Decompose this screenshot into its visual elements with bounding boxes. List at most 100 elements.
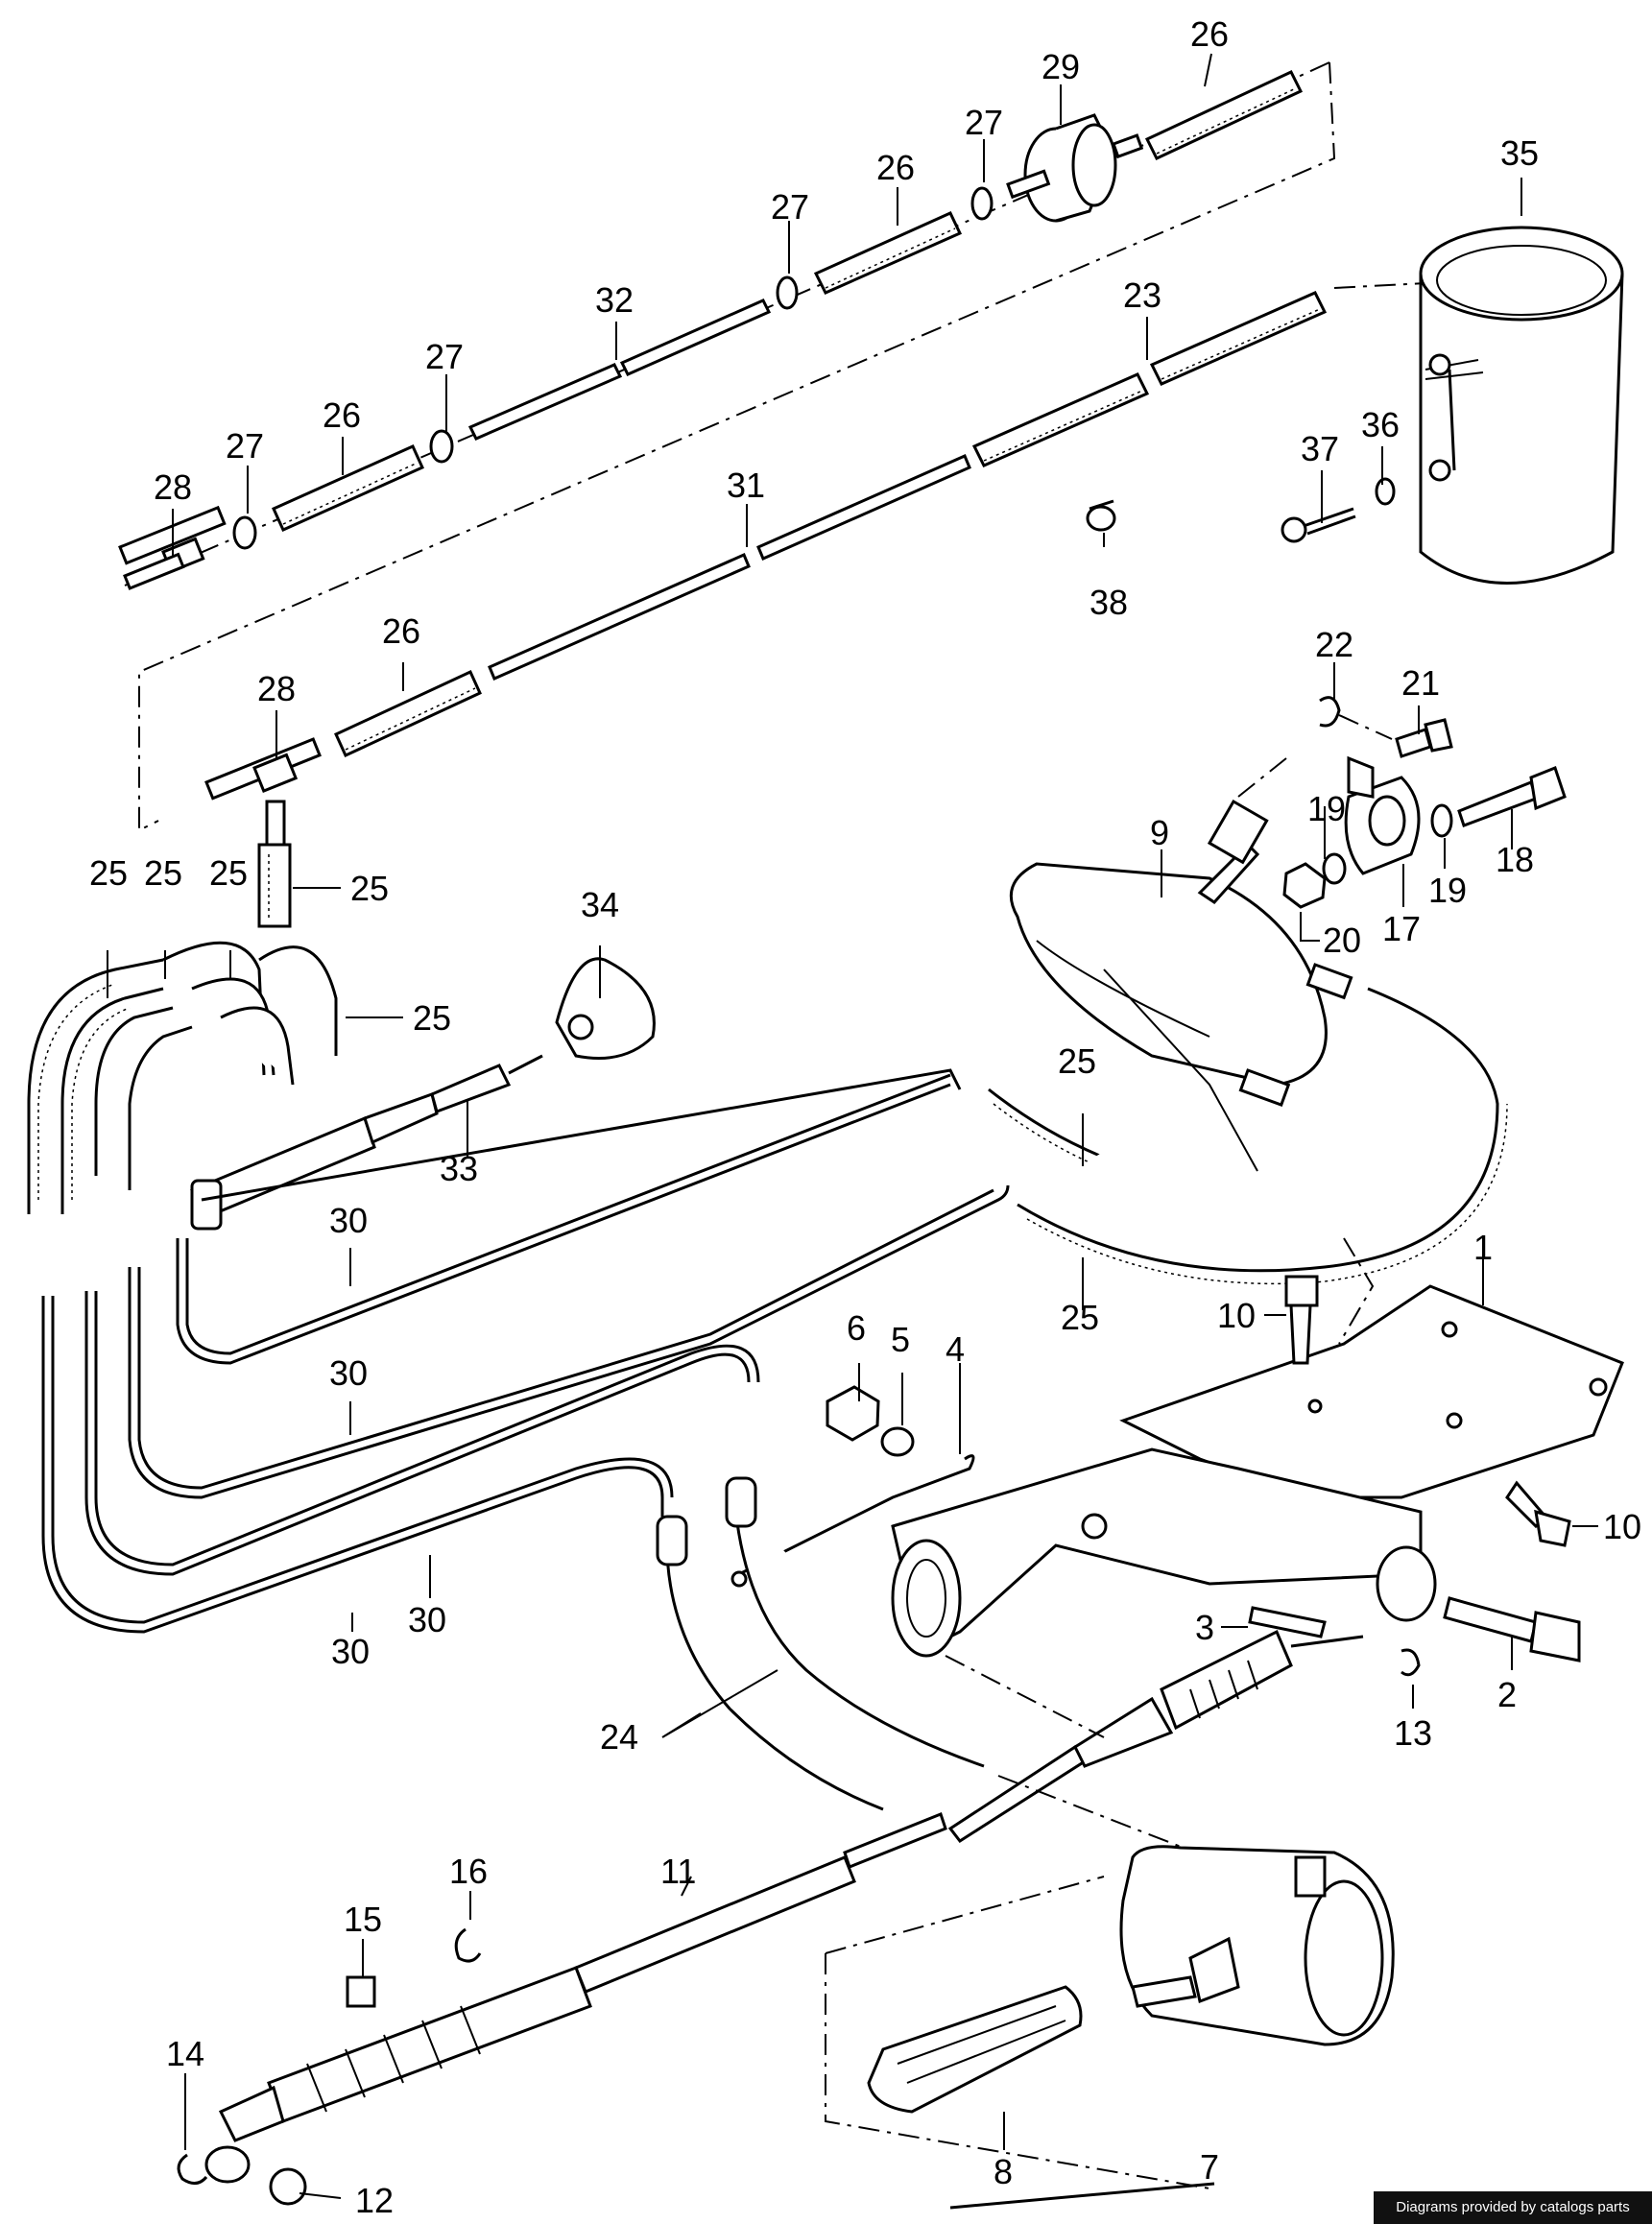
switch-assembly-7	[1119, 1845, 1395, 2046]
callout-12: 12	[355, 2181, 394, 2220]
washer-36	[1375, 477, 1396, 506]
washer-19-right	[1430, 803, 1453, 838]
tube-31	[488, 454, 971, 681]
callout-25-d: 25	[350, 869, 389, 908]
tee-28-lower	[204, 737, 322, 851]
callout-15: 15	[344, 1900, 382, 1939]
callout-24: 24	[600, 1717, 638, 1757]
bolt-18	[1457, 766, 1567, 827]
callout-30-c: 30	[408, 1600, 446, 1639]
callout-17: 17	[1382, 909, 1421, 948]
callout-25-c: 25	[209, 853, 248, 893]
callout-21: 21	[1401, 663, 1440, 703]
spring-rod-4	[730, 1454, 975, 1588]
stud-3	[1248, 1606, 1327, 1638]
clip-22	[1319, 696, 1341, 728]
callout-27-d: 27	[226, 426, 264, 466]
filter-29	[1006, 113, 1144, 223]
callout-22: 22	[1315, 625, 1353, 664]
washer-19-left	[1322, 852, 1347, 885]
callout-4: 4	[946, 1329, 965, 1369]
nut-20	[1282, 862, 1327, 909]
callout-33: 33	[440, 1149, 478, 1188]
callout-29: 29	[1041, 47, 1080, 86]
callout-5: 5	[891, 1320, 910, 1359]
callout-9: 9	[1150, 813, 1169, 852]
bolt-10-right	[1505, 1480, 1571, 1547]
clip-14	[177, 2153, 208, 2185]
callout-23: 23	[1123, 275, 1161, 315]
callout-28-upper: 28	[154, 467, 192, 507]
callout-26-mid: 26	[876, 148, 915, 187]
callout-37: 37	[1301, 429, 1339, 468]
watermark-credit: Diagrams provided by catalogs parts	[1374, 2191, 1652, 2224]
callout-13: 13	[1394, 1713, 1432, 1753]
canister-35	[1419, 226, 1624, 585]
callout-26-left: 26	[323, 395, 361, 435]
clamp-27-c	[429, 429, 454, 464]
callout-1: 1	[1473, 1228, 1493, 1267]
clip-38	[1086, 499, 1116, 532]
callout-26-lower: 26	[382, 611, 420, 651]
nut-6	[826, 1385, 880, 1442]
callout-27-c: 27	[425, 337, 464, 376]
callout-16: 16	[449, 1852, 488, 1891]
clip-15	[346, 1975, 376, 2008]
callout-30-d: 30	[331, 1632, 370, 1671]
callout-7: 7	[1200, 2147, 1219, 2187]
cable-11	[204, 1629, 1364, 2206]
callout-28-lower: 28	[257, 669, 296, 708]
clip-13	[1401, 1648, 1421, 1677]
callout-10-top: 10	[1217, 1296, 1256, 1335]
callout-10-right: 10	[1603, 1507, 1641, 1546]
switch-frame-dashed	[825, 1876, 1215, 2210]
callout-27-b: 27	[771, 187, 809, 227]
callout-34: 34	[581, 885, 619, 924]
lever-housing	[891, 1447, 1437, 1658]
knob-34	[555, 957, 656, 1060]
callout-30-a: 30	[329, 1201, 368, 1240]
leader-lines	[107, 53, 1598, 2199]
callout-14: 14	[166, 2034, 204, 2073]
bracket-17	[1344, 755, 1421, 875]
hose-23	[971, 291, 1328, 467]
callout-labels: 1 2 3 4 5 6 7 8 9 10 10 11 12 13 14 15 1…	[89, 14, 1641, 2220]
callout-31: 31	[727, 466, 765, 505]
callout-36: 36	[1361, 405, 1400, 444]
callout-35: 35	[1500, 133, 1539, 173]
callout-19-right: 19	[1428, 871, 1467, 910]
callout-30-b: 30	[329, 1353, 368, 1393]
callout-19-left: 19	[1307, 789, 1346, 828]
cover-8	[867, 1985, 1083, 2114]
hose-26-top	[1144, 70, 1304, 160]
bracket-link-dashed	[1237, 714, 1393, 798]
clamp-27-a	[970, 186, 994, 221]
callout-2: 2	[1497, 1675, 1517, 1714]
top-frame-dashed	[124, 61, 1426, 832]
tube-32	[467, 299, 772, 441]
washer-5	[880, 1426, 915, 1457]
hose-26-mid	[813, 211, 963, 295]
bolt-2	[1443, 1596, 1581, 1662]
clamp-27-b	[776, 275, 799, 310]
clamp-27-d	[232, 515, 257, 550]
clip-16	[454, 1927, 482, 1963]
callout-6: 6	[847, 1308, 866, 1348]
callout-25-e: 25	[413, 998, 451, 1038]
callout-20: 20	[1323, 921, 1361, 960]
upper-hose-line	[118, 70, 1304, 590]
callout-27-a: 27	[965, 103, 1003, 142]
callout-18: 18	[1496, 840, 1534, 879]
bolt-10-top	[1284, 1275, 1319, 1365]
callout-25-g: 25	[1061, 1298, 1099, 1337]
hose-26-left	[272, 444, 424, 532]
screw-37	[1281, 507, 1356, 543]
callout-26-top: 26	[1190, 14, 1229, 54]
callout-32: 32	[595, 280, 634, 320]
switch-9	[1009, 799, 1353, 1172]
callout-25-a: 25	[89, 853, 128, 893]
callout-38: 38	[1089, 583, 1128, 622]
lower-hose-line	[204, 291, 1328, 851]
callout-25-b: 25	[144, 853, 182, 893]
